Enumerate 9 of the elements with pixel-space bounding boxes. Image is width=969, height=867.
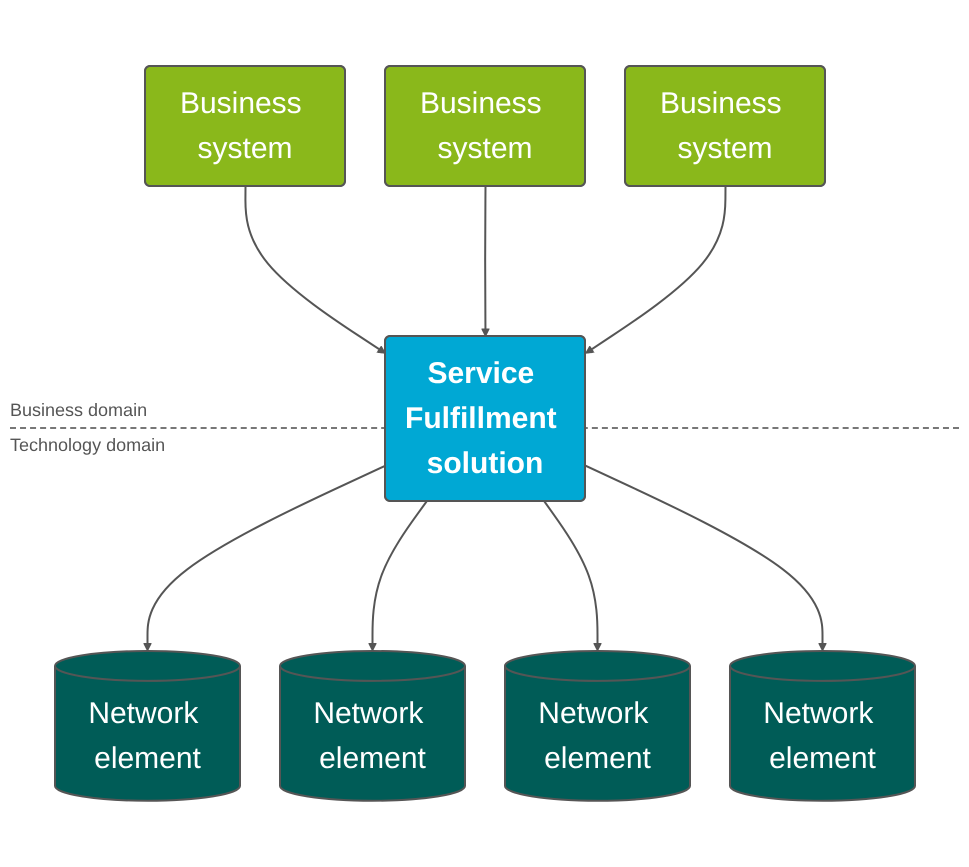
arrow (584, 186, 726, 354)
arrow (584, 464, 826, 652)
arrow (244, 186, 386, 354)
domain-label: Business domain (10, 400, 148, 421)
domain-label: Technology domain (10, 435, 166, 456)
arrow (368, 501, 427, 652)
arrow (480, 186, 490, 338)
arrow (543, 501, 602, 652)
arrow (142, 464, 386, 652)
